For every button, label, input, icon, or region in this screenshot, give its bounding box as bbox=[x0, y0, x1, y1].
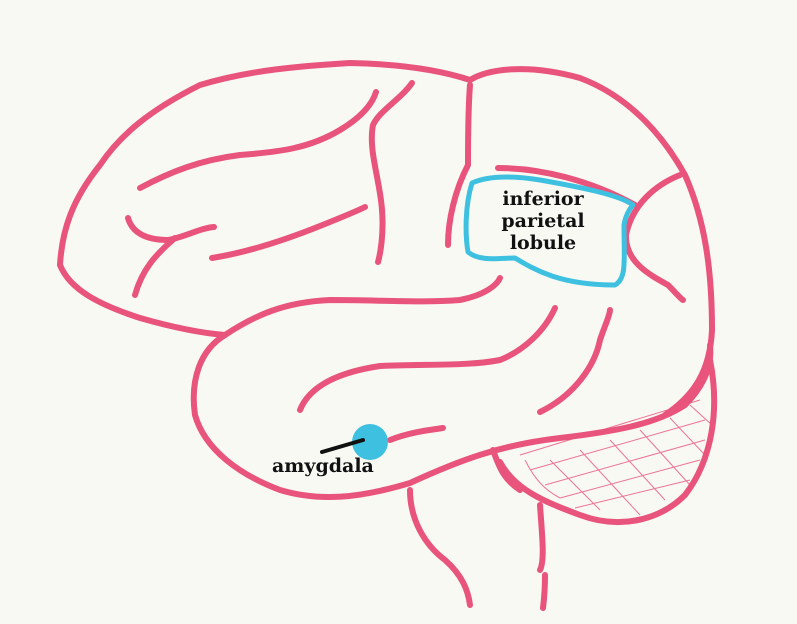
amygdala-marker bbox=[352, 424, 388, 460]
cerebellum-outline bbox=[497, 357, 718, 525]
label-line: inferior bbox=[502, 188, 584, 210]
brain-outline-top bbox=[57, 60, 715, 418]
cerebellum-hatching bbox=[519, 399, 713, 516]
temporal-lobe-outline bbox=[190, 332, 714, 501]
label-line: lobule bbox=[509, 232, 577, 254]
inferior-parietal-lobule-outline bbox=[463, 174, 636, 288]
label-line: parietal bbox=[501, 210, 585, 232]
inferior-parietal-lobule-label: inferior parietal lobule bbox=[468, 188, 618, 254]
amygdala-pointer bbox=[320, 438, 365, 454]
postcentral-sulcus bbox=[445, 82, 473, 248]
central-sulcus bbox=[368, 80, 415, 265]
inferior-sulcus bbox=[537, 307, 613, 415]
superior-temporal-sulcus bbox=[297, 305, 558, 413]
brainstem-left bbox=[407, 487, 473, 608]
amygdala-label: amygdala bbox=[272, 455, 374, 477]
frontal-base bbox=[57, 262, 503, 338]
amygdala-sulcus bbox=[387, 425, 446, 443]
brainstem-right bbox=[537, 502, 548, 611]
occipital-sulcus bbox=[622, 172, 686, 303]
